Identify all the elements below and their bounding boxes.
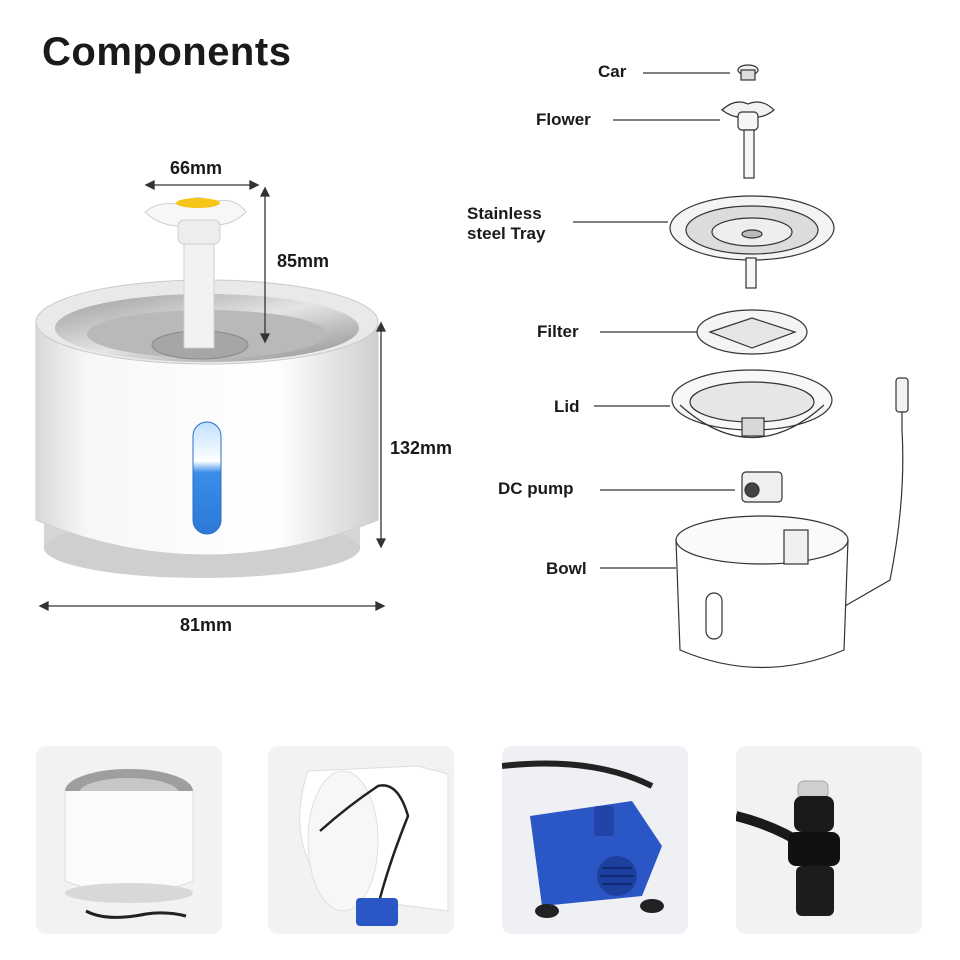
part-label-dc-pump: DC pump — [498, 479, 574, 498]
part-label-lid: Lid — [554, 397, 580, 416]
photo-blue-pump — [502, 746, 688, 934]
part-label-tray: Stainless steel Tray — [467, 204, 546, 243]
photo-assembled-fountain — [36, 746, 222, 934]
part-label-filter: Filter — [537, 322, 579, 341]
body-height-label: 132mm — [390, 438, 453, 458]
page-title: Components — [42, 30, 292, 74]
spout-height-label: 85mm — [277, 251, 330, 271]
part-label-car: Car — [598, 62, 627, 81]
part-label-bowl: Bowl — [546, 559, 587, 578]
base-width-label: 81mm — [180, 615, 233, 635]
photo-led-light — [736, 746, 922, 934]
photo-bowl-with-pump — [268, 746, 454, 934]
part-label-flower: Flower — [536, 110, 591, 129]
top-width-label: 66mm — [170, 158, 223, 178]
